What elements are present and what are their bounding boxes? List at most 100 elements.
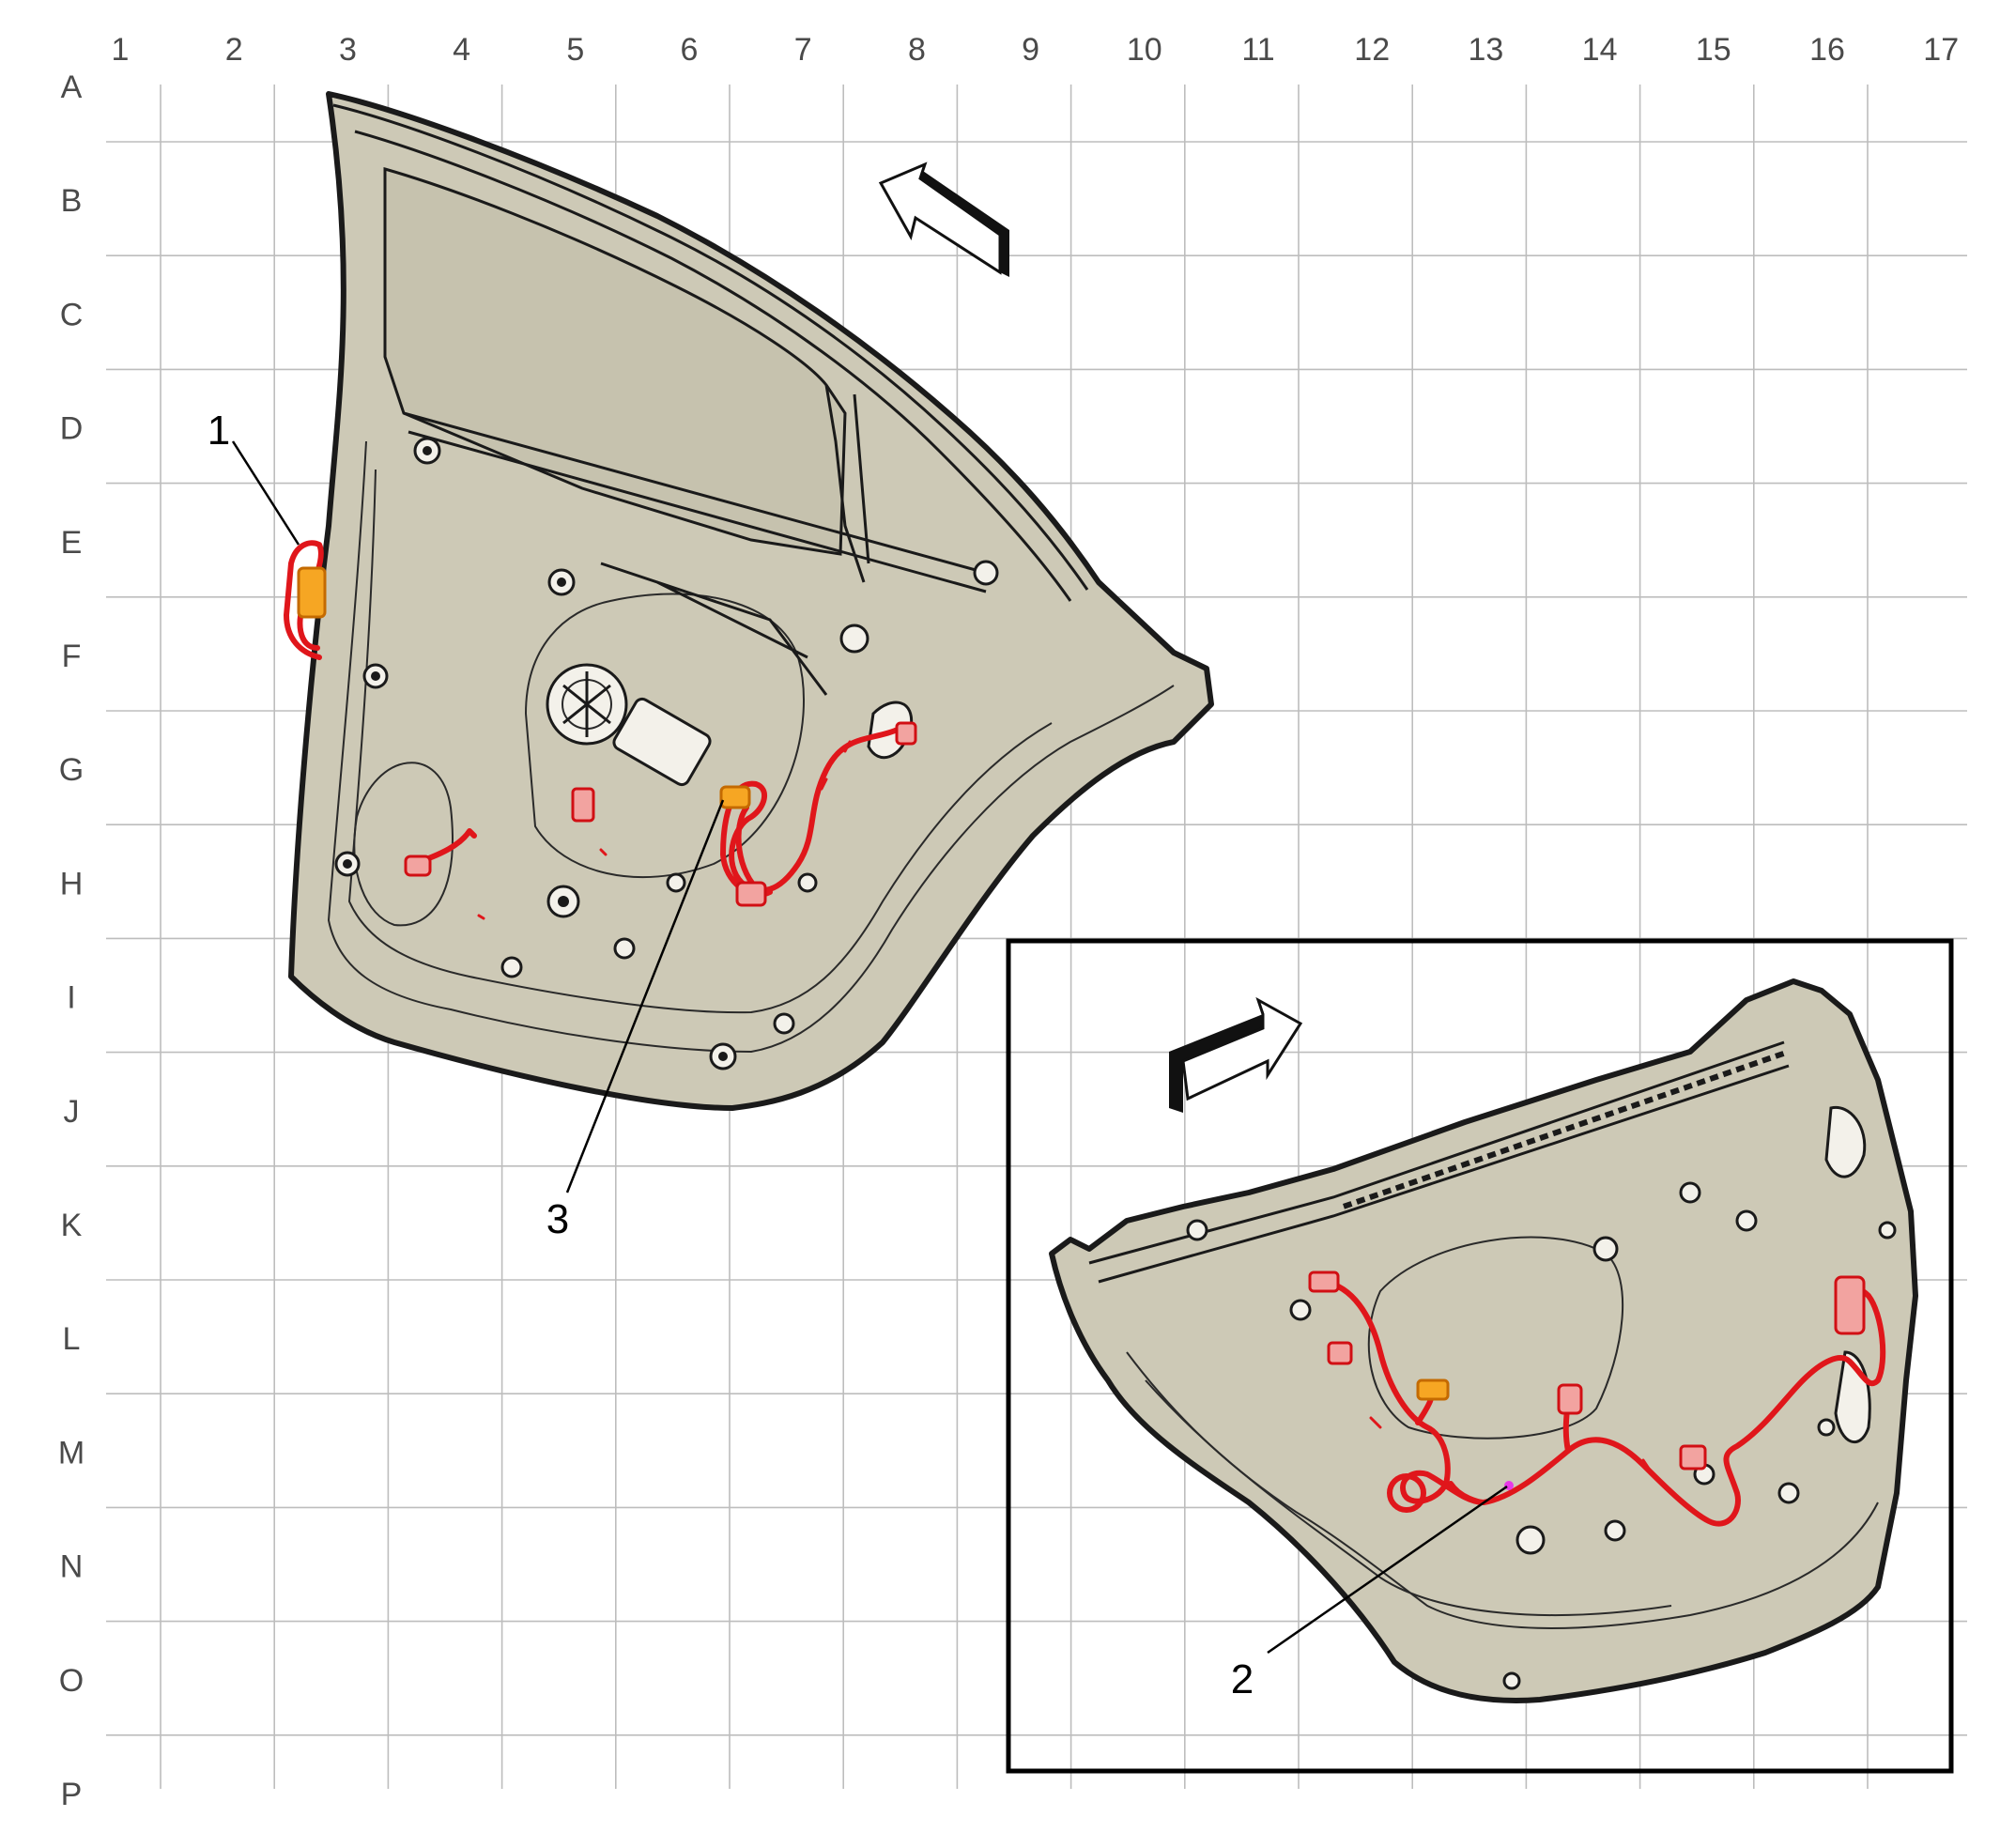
grid-row-label: C — [60, 297, 84, 332]
rail-perforation — [1486, 1150, 1497, 1160]
inset-rail-perforations — [1343, 1051, 1785, 1209]
rail-perforation — [1408, 1178, 1419, 1187]
grid-column-label: 6 — [681, 32, 699, 68]
harness-connector-motor — [571, 787, 595, 823]
rear-door-main-view — [231, 91, 1214, 1194]
rail-perforation — [1656, 1091, 1668, 1101]
service-opening — [524, 593, 805, 879]
rail-perforation — [1775, 1051, 1785, 1059]
grid-column-label: 7 — [794, 32, 812, 68]
window-frame-inner — [354, 130, 1072, 602]
rail-perforation — [1762, 1055, 1772, 1064]
window-glass — [383, 167, 847, 556]
speaker-opening — [353, 762, 454, 927]
grid-row-label: H — [60, 866, 84, 901]
grid-row-label: A — [61, 69, 83, 105]
rail-perforation — [1343, 1201, 1353, 1209]
inset-connector-upper-left — [1308, 1270, 1340, 1293]
rail-perforation — [1500, 1146, 1510, 1155]
grid-row-label: E — [61, 525, 83, 561]
grid-row-label: O — [59, 1663, 84, 1699]
grid-row-label: G — [59, 752, 84, 788]
grid-row-label: I — [67, 980, 75, 1016]
rail-perforation — [1735, 1064, 1746, 1073]
grid-column-label: 17 — [1923, 32, 1959, 68]
rail-perforation — [1643, 1096, 1654, 1105]
inset-connector-speaker — [1327, 1341, 1353, 1365]
inset-view — [1006, 938, 1954, 1774]
harness-connector-latch — [895, 721, 917, 746]
rail-perforation — [1368, 1192, 1379, 1200]
callout-3-leader — [565, 799, 725, 1194]
grid-row-label: L — [63, 1321, 81, 1357]
grid-column-label: 5 — [566, 32, 584, 68]
inset-latch-pocket — [1824, 1105, 1867, 1178]
rail-perforation — [1604, 1110, 1615, 1118]
grid-column-label: 9 — [1022, 32, 1039, 68]
inner-panel-contour — [327, 440, 1175, 1054]
rail-perforation — [1552, 1128, 1562, 1137]
grid-column-label: 11 — [1241, 32, 1274, 68]
grid-column-label: 15 — [1696, 32, 1731, 68]
rail-perforation — [1630, 1101, 1641, 1110]
grid-row-label: D — [60, 411, 84, 447]
rail-perforation — [1513, 1142, 1523, 1150]
rail-perforation — [1669, 1086, 1680, 1096]
inset-view-harness — [1308, 1270, 1886, 1527]
rail-perforation — [1617, 1105, 1628, 1114]
grid-row-label: B — [61, 183, 83, 219]
harness-connector-speaker — [404, 855, 432, 877]
window-regulator-connector — [719, 785, 751, 809]
inset-connector-orange — [1416, 1378, 1450, 1401]
grid-row-label: M — [58, 1435, 85, 1471]
rail-perforation — [1460, 1160, 1470, 1169]
inset-frame — [1006, 938, 1954, 1774]
rail-perforation — [1381, 1187, 1392, 1196]
inset-service-opening — [1367, 1236, 1624, 1440]
inset-connector-latch — [1679, 1444, 1707, 1471]
rail-perforation — [1539, 1132, 1549, 1141]
grid-column-label: 8 — [908, 32, 926, 68]
grid-column-label: 14 — [1582, 32, 1618, 68]
inset-connector-mirror — [1834, 1275, 1866, 1335]
rail-perforation — [1564, 1123, 1576, 1132]
inset-lower-contour-2 — [1145, 1379, 1672, 1616]
grid-row-label: J — [64, 1094, 80, 1130]
grid-column-label: 12 — [1354, 32, 1390, 68]
callout-1: 1 — [208, 408, 230, 454]
callout-2-leader — [1267, 1485, 1508, 1655]
belt-line-reinforcement — [403, 411, 987, 593]
rail-perforation — [1577, 1118, 1589, 1128]
harness-junction-connector — [735, 881, 767, 907]
window-frame-outer — [332, 103, 1089, 591]
door-frame-connector — [284, 540, 327, 660]
callout-3: 3 — [546, 1196, 569, 1242]
rail-perforation — [1696, 1078, 1706, 1086]
rail-perforation — [1421, 1173, 1432, 1182]
rail-perforation — [1591, 1114, 1602, 1123]
grid-column-label: 4 — [453, 32, 470, 68]
grid-row-label: N — [60, 1549, 84, 1585]
inset-top-reinforcement — [1088, 1040, 1790, 1284]
inset-door-inner-panel — [1049, 978, 1918, 1703]
grid-column-label: 13 — [1468, 32, 1503, 68]
inset-grommet — [1387, 1473, 1426, 1513]
rail-perforation — [1748, 1059, 1759, 1069]
grid-column-label: 16 — [1809, 32, 1845, 68]
direction-arrow-icon — [878, 162, 1009, 277]
grid-column-label: 1 — [112, 32, 130, 68]
grid-row-label: K — [61, 1208, 83, 1243]
rail-perforation — [1683, 1083, 1693, 1091]
grid-column-label: 2 — [225, 32, 243, 68]
rail-perforation — [1722, 1069, 1732, 1078]
inner-panel-contour-2 — [347, 469, 1053, 1014]
rail-perforation — [1394, 1182, 1406, 1192]
inset-connector-regulator — [1557, 1383, 1583, 1415]
callout-1-leader — [231, 440, 300, 546]
mounting-holes — [334, 437, 999, 1070]
rail-perforation — [1447, 1164, 1457, 1173]
callout-2: 2 — [1231, 1656, 1254, 1702]
